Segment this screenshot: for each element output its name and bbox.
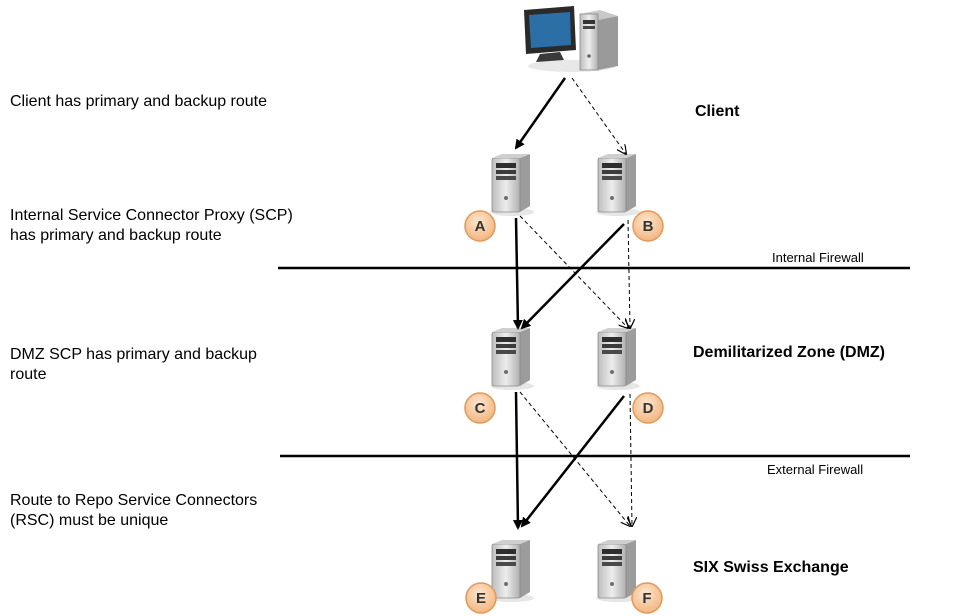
arrow-b-to-d xyxy=(628,219,630,328)
external-firewall-label: External Firewall xyxy=(767,462,864,477)
node-label-c: C xyxy=(475,400,486,417)
node-badge-c: C xyxy=(464,392,496,424)
internal-scp-description-line1: Internal Service Connector Proxy (SCP) xyxy=(10,207,293,224)
arrow-a-to-d xyxy=(519,215,628,328)
internal-scp-description: Internal Service Connector Proxy (SCP) h… xyxy=(10,206,293,246)
server-c-icon xyxy=(489,327,535,391)
arrow-d-to-f xyxy=(630,393,632,526)
client-description: Client has primary and backup route xyxy=(10,92,267,112)
server-b-icon xyxy=(595,153,641,217)
rsc-description: Route to Repo Service Connectors (RSC) m… xyxy=(10,491,257,531)
node-badge-f: F xyxy=(631,582,663,614)
dmz-description: DMZ SCP has primary and backup route xyxy=(10,345,257,385)
arrow-a-to-c xyxy=(512,217,523,330)
rsc-description-line2: (RSC) must be unique xyxy=(10,512,169,529)
node-label-d: D xyxy=(643,400,654,417)
server-a-icon xyxy=(489,153,535,217)
node-badge-a: A xyxy=(464,210,496,242)
internal-firewall-label: Internal Firewall xyxy=(772,250,864,265)
arrow-c-to-f xyxy=(519,391,630,526)
dmz-description-line1: DMZ SCP has primary and backup xyxy=(10,346,257,363)
zone-label-client: Client xyxy=(695,103,740,120)
arrow-b-to-c xyxy=(520,223,625,330)
dmz-description-line2: route xyxy=(10,366,47,383)
client-computer-icon xyxy=(524,6,618,72)
zone-label-six: SIX Swiss Exchange xyxy=(693,559,849,576)
node-label-a: A xyxy=(475,218,486,235)
node-label-f: F xyxy=(642,590,651,607)
internal-scp-description-line2: has primary and backup route xyxy=(10,227,222,244)
client-description-text: Client has primary and backup route xyxy=(10,93,268,110)
node-label-e: E xyxy=(476,590,486,607)
arrow-client-to-a xyxy=(514,77,567,150)
zone-label-dmz: Demilitarized Zone (DMZ) xyxy=(693,344,886,361)
node-badge-e: E xyxy=(465,582,497,614)
arrow-client-to-b xyxy=(571,77,626,154)
node-badge-b: B xyxy=(632,210,664,242)
arrow-c-to-e xyxy=(512,391,523,530)
node-badge-d: D xyxy=(632,392,664,424)
arrow-d-to-e xyxy=(520,395,625,528)
server-d-icon xyxy=(595,327,641,391)
node-label-b: B xyxy=(643,218,654,235)
server-e-icon xyxy=(489,539,535,603)
rsc-description-line1: Route to Repo Service Connectors xyxy=(10,492,258,509)
